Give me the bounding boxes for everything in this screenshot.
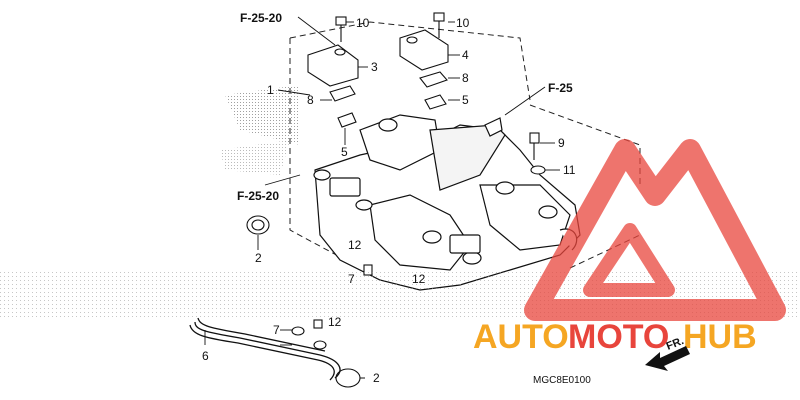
part-7-mid: 7 bbox=[348, 272, 355, 286]
part-2-top: 2 bbox=[255, 251, 262, 265]
watermark-text: AUTO MOTO HUB bbox=[473, 318, 757, 356]
ref-left: F-25-20 bbox=[237, 189, 279, 203]
background-dot-logo bbox=[220, 85, 300, 175]
part-4: 4 bbox=[462, 48, 469, 62]
part-12-lower: 12 bbox=[328, 315, 342, 329]
part-8-left: 8 bbox=[307, 93, 314, 107]
part-3: 3 bbox=[371, 60, 378, 74]
part-10-left: 10 bbox=[356, 16, 370, 30]
part-8-right: 8 bbox=[462, 71, 469, 85]
part-5-left: 5 bbox=[341, 145, 348, 159]
part-5-right: 5 bbox=[462, 93, 469, 107]
ref-top: F-25-20 bbox=[240, 11, 282, 25]
part-1: 1 bbox=[267, 83, 274, 97]
part-2-bottom: 2 bbox=[373, 371, 380, 385]
part-9: 9 bbox=[558, 136, 565, 150]
watermark-logo bbox=[524, 139, 786, 321]
watermark-moto: MOTO bbox=[568, 318, 669, 356]
small-parts bbox=[246, 12, 546, 388]
head-cover-gasket bbox=[189, 317, 341, 381]
part-12-mid: 12 bbox=[412, 272, 426, 286]
part-10-right: 10 bbox=[456, 16, 470, 30]
part-11: 11 bbox=[563, 163, 576, 177]
drawing-code: MGC8E0100 bbox=[533, 375, 591, 386]
cylinder-head-cover bbox=[313, 114, 581, 291]
watermark-hub: HUB bbox=[683, 318, 757, 356]
watermark-auto: AUTO bbox=[473, 318, 569, 356]
part-12-center: 12 bbox=[348, 238, 362, 252]
ref-right: F-25 bbox=[548, 81, 573, 95]
part-number-labels: 10 10 4 3 8 1 8 5 5 9 11 2 12 7 12 12 7 … bbox=[202, 16, 576, 385]
part-7-lower: 7 bbox=[273, 323, 280, 337]
part-6: 6 bbox=[202, 349, 209, 363]
